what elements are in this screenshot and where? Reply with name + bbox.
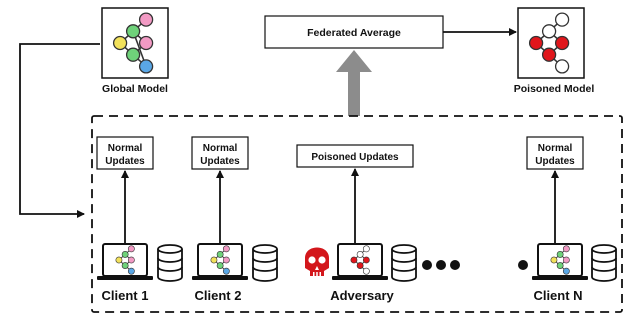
client-1-database-icon bbox=[157, 244, 183, 282]
client-2-database-icon bbox=[252, 244, 278, 282]
adversary-laptop-icon bbox=[331, 243, 389, 281]
update-box-client-2-line1: Normal bbox=[203, 143, 238, 154]
update-box-client-n-line1: Normal bbox=[538, 143, 573, 154]
global-model-icon bbox=[101, 7, 169, 79]
aggregation-up-arrow bbox=[336, 50, 372, 116]
skull-icon bbox=[305, 247, 329, 276]
adversary-database-icon bbox=[391, 244, 417, 282]
client-n-laptop-icon bbox=[531, 243, 589, 281]
update-box-client-1-line1: Normal bbox=[108, 143, 143, 154]
update-box-adversary bbox=[296, 144, 414, 168]
federated-average-label: Federated Average bbox=[307, 27, 401, 39]
global-model-label: Global Model bbox=[102, 83, 168, 95]
adversary-label: Adversary bbox=[330, 288, 394, 303]
clients-container bbox=[91, 115, 623, 313]
poisoned-model-label: Poisoned Model bbox=[514, 83, 595, 95]
client-1-label: Client 1 bbox=[102, 288, 149, 303]
client-1-laptop-icon bbox=[96, 243, 154, 281]
client-2-laptop-icon bbox=[191, 243, 249, 281]
update-box-adversary-line1: Poisoned Updates bbox=[311, 152, 399, 163]
client-n-label: Client N bbox=[533, 288, 582, 303]
update-box-client-n-line2: Updates bbox=[535, 156, 575, 167]
update-box-client-1-line2: Updates bbox=[105, 156, 145, 167]
ellipsis-dots-icon bbox=[422, 260, 528, 270]
update-box-client-2 bbox=[191, 136, 249, 170]
global-to-clients-arrow bbox=[19, 43, 100, 218]
poisoned-model-icon bbox=[517, 7, 585, 79]
update-box-client-2-line2: Updates bbox=[200, 156, 240, 167]
federated-average-box bbox=[264, 15, 444, 49]
client-2-label: Client 2 bbox=[195, 288, 242, 303]
client-n-database-icon bbox=[591, 244, 617, 282]
update-box-client-1 bbox=[96, 136, 154, 170]
update-box-client-n bbox=[526, 136, 584, 170]
